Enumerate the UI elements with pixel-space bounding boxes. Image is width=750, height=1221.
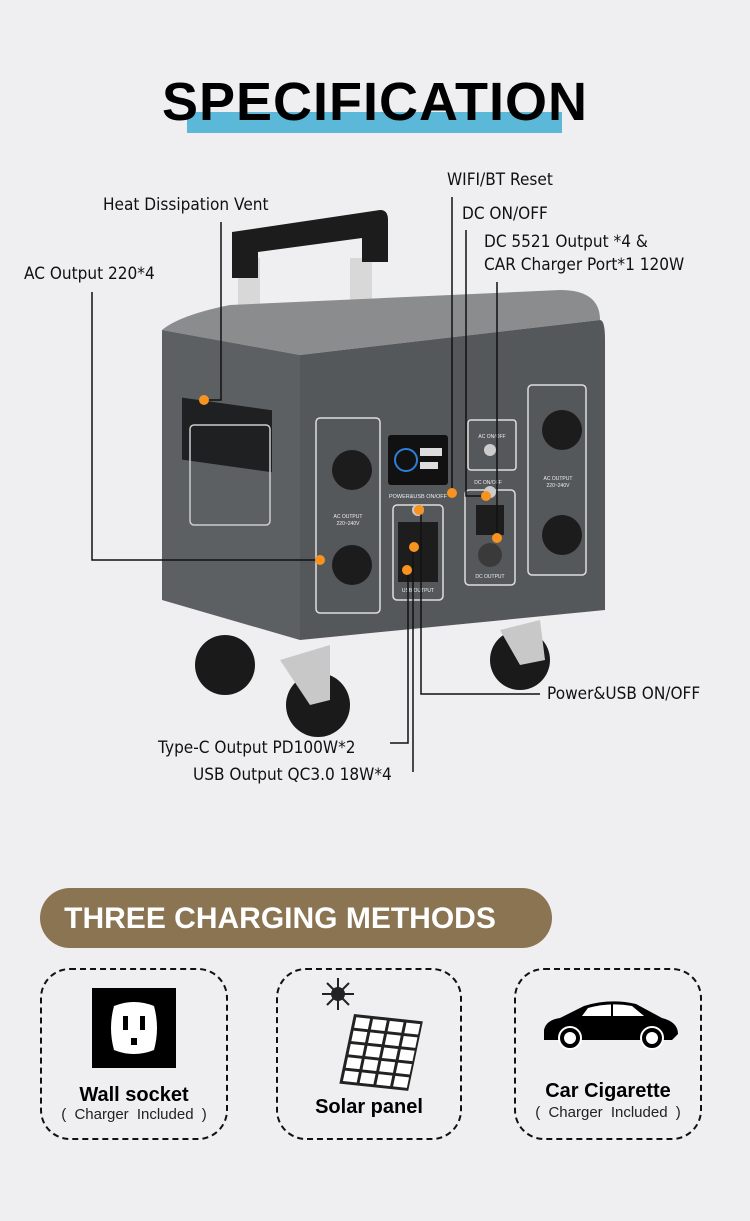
callout-ac-output: AC Output 220*4 xyxy=(24,264,155,283)
power-usb-label: POWER&USB ON/OFF xyxy=(389,494,448,500)
method-subtitle: ( Charger Included ) xyxy=(61,1106,207,1123)
method-title: Wall socket xyxy=(79,1084,189,1106)
solar-cell xyxy=(365,1045,382,1058)
callout-power-usb: Power&USB ON/OFF xyxy=(547,684,701,703)
ac-output-label: AC OUTPUT xyxy=(334,514,363,520)
callout-marker xyxy=(402,565,412,575)
dc-output-label: DC OUTPUT xyxy=(475,574,504,580)
solar-cell xyxy=(354,1017,371,1030)
ac-output-panel-right: AC OUTPUT 220~240V xyxy=(527,384,587,576)
method-card-car: Car Cigarette ( Charger Included ) xyxy=(514,968,702,1140)
ac-onoff-panel: AC ON/OFF xyxy=(467,419,517,471)
solar-cell xyxy=(342,1070,359,1083)
solar-cell xyxy=(351,1030,368,1043)
ac-onoff-label: AC ON/OFF xyxy=(478,434,505,440)
callout-marker xyxy=(409,542,419,552)
callout-heat-vent: Heat Dissipation Vent xyxy=(103,195,269,214)
solar-cell xyxy=(398,1049,415,1062)
callout-dc-onoff: DC ON/OFF xyxy=(462,204,548,223)
callout-usb: USB Output QC3.0 18W*4 xyxy=(193,765,392,784)
callout-typec: Type-C Output PD100W*2 xyxy=(158,738,356,757)
ac-voltage-label: 220~240V xyxy=(337,521,361,527)
ac-voltage-label: 220~240V xyxy=(547,483,571,489)
callout-marker xyxy=(447,488,457,498)
solar-cell xyxy=(395,1062,412,1075)
callout-marker xyxy=(315,555,325,565)
solar-cell xyxy=(393,1075,410,1088)
solar-cell xyxy=(381,1047,398,1060)
charging-methods-banner xyxy=(40,888,552,948)
car-icon xyxy=(544,1001,678,1050)
solar-cell xyxy=(359,1072,376,1085)
callout-marker xyxy=(481,491,491,501)
solar-cell xyxy=(384,1034,401,1047)
usb-output-label: USB OUTPUT xyxy=(402,588,434,594)
solar-cell xyxy=(368,1032,385,1045)
sun-icon xyxy=(322,978,354,1010)
device-body xyxy=(162,290,605,640)
solar-cell xyxy=(401,1035,418,1048)
callout-car-charger: CAR Charger Port*1 120W xyxy=(484,255,685,274)
method-card-solar-panel: Solar panel xyxy=(276,968,462,1140)
callout-wifi-reset: WIFI/BT Reset xyxy=(447,170,553,189)
wall-socket-icon xyxy=(92,988,176,1068)
dc-onoff-label: DC ON/OFF xyxy=(474,480,502,486)
solar-cell xyxy=(387,1020,404,1033)
ac-output-label: AC OUTPUT xyxy=(544,476,573,482)
method-title: Car Cigarette xyxy=(545,1080,671,1102)
solar-cell xyxy=(362,1059,379,1071)
power-station-illustration: AC OUTPUT 220~240V POWER&USB ON/OFF USB … xyxy=(91,197,605,772)
callout-marker xyxy=(199,395,209,405)
solar-cell xyxy=(376,1074,393,1087)
page-title: SPECIFICATION xyxy=(161,72,588,132)
lcd-display xyxy=(388,435,448,485)
solar-cell xyxy=(379,1060,396,1073)
solar-panel-icon xyxy=(322,978,423,1091)
solar-cell xyxy=(345,1057,362,1070)
callout-markers xyxy=(199,395,502,575)
charging-methods-title: THREE CHARGING METHODS xyxy=(64,902,496,935)
method-subtitle: ( Charger Included ) xyxy=(535,1104,681,1121)
wheels xyxy=(195,620,550,737)
solar-cell xyxy=(370,1019,387,1031)
title-underline xyxy=(187,112,562,133)
solar-cell xyxy=(404,1022,421,1035)
method-card-wall-socket: Wall socket ( Charger Included ) xyxy=(40,968,228,1140)
solar-cell xyxy=(348,1043,365,1056)
callout-dc5521: DC 5521 Output *4 & xyxy=(484,232,648,251)
callout-marker xyxy=(414,505,424,515)
callout-marker xyxy=(492,533,502,543)
ac-output-panel-left: AC OUTPUT 220~240V xyxy=(315,417,381,614)
leader-lines xyxy=(91,197,540,772)
method-title: Solar panel xyxy=(315,1096,423,1118)
dc-output-panel: DC OUTPUT xyxy=(464,486,516,586)
